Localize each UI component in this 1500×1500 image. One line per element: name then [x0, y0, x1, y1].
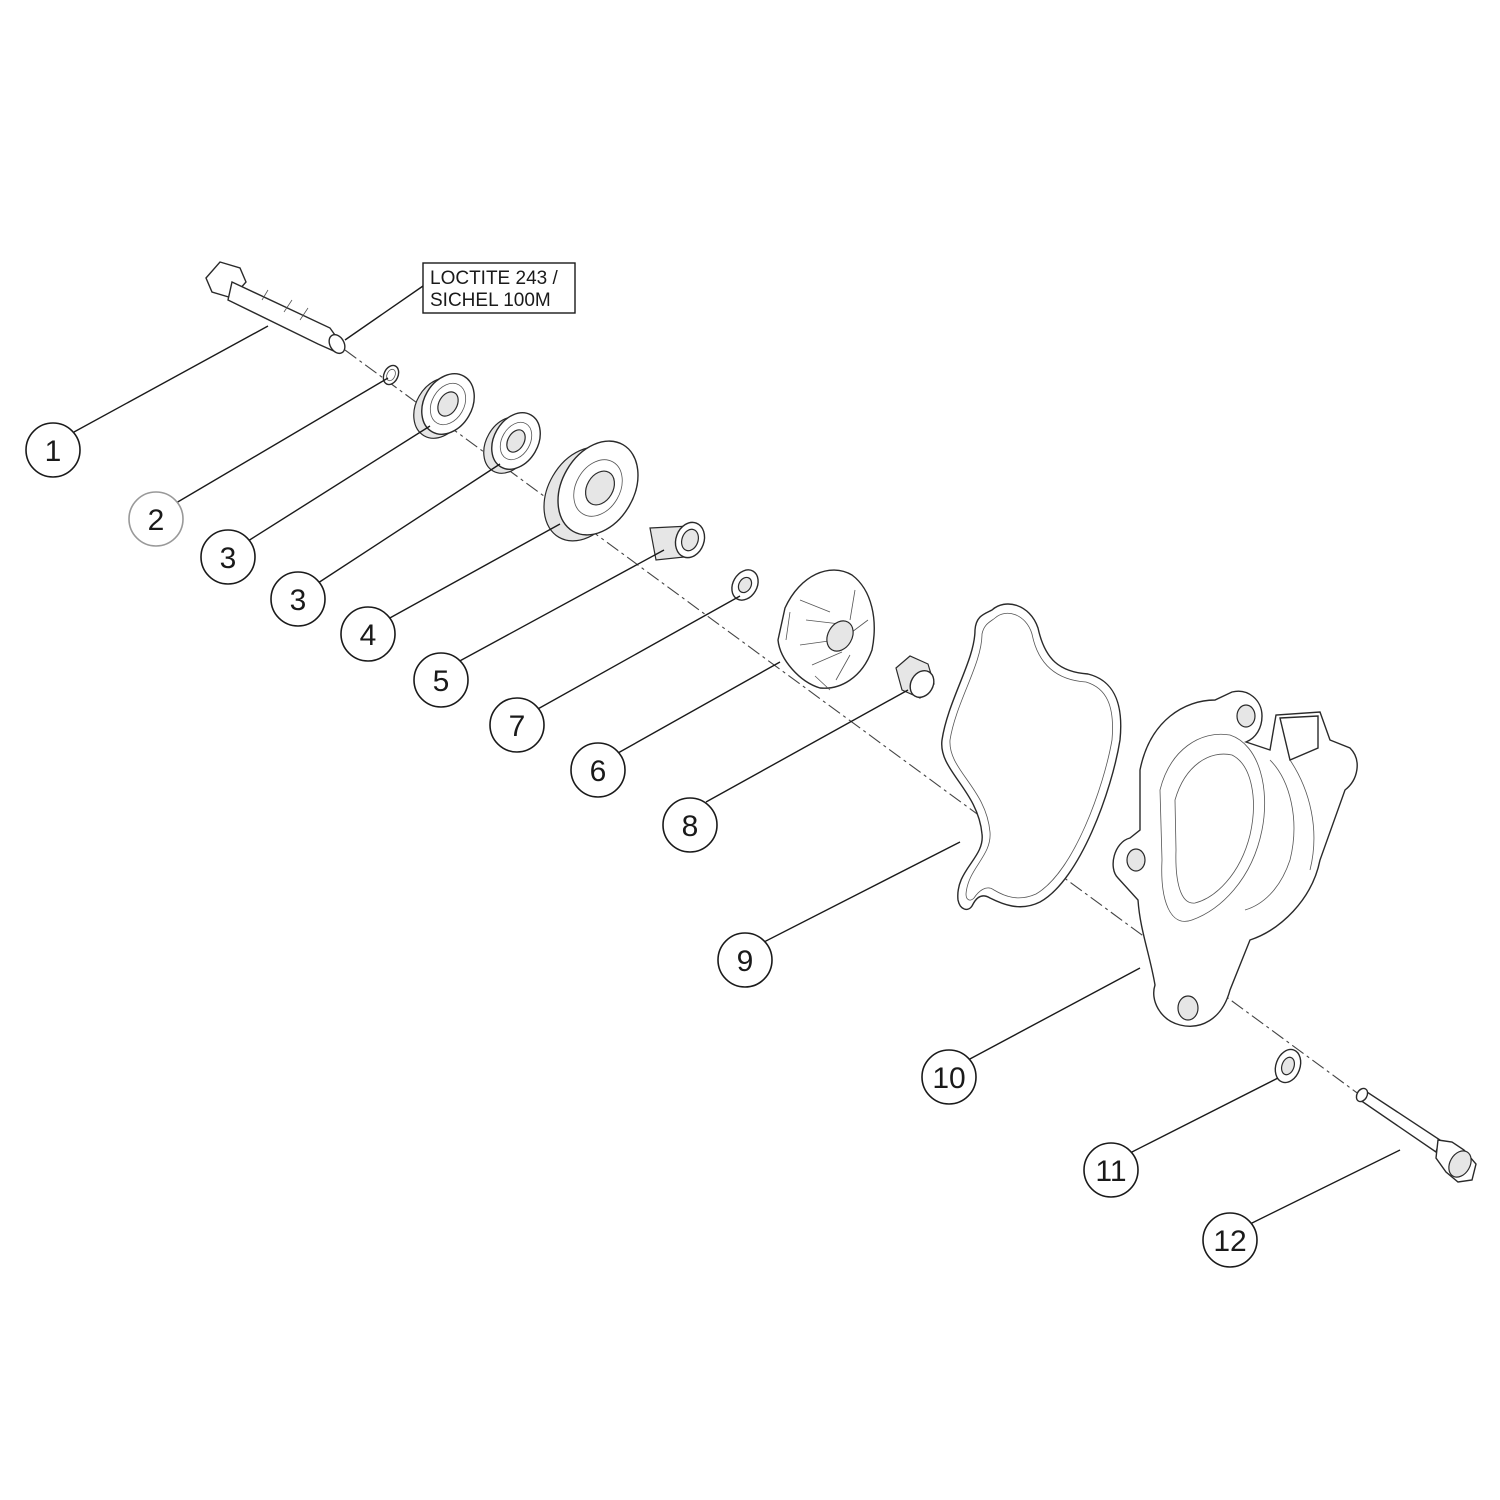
callout-label-4: 4 [360, 619, 377, 652]
part-bearing-1 [413, 373, 475, 439]
callout-label-1: 1 [45, 435, 62, 468]
assembly-axis [344, 349, 1361, 1096]
callout-label-7: 7 [509, 710, 526, 743]
part-pump-cover [1112, 690, 1358, 1027]
part-nut [895, 655, 935, 699]
part-shaft [205, 261, 346, 355]
part-impeller [777, 569, 875, 691]
callout-label-6: 6 [590, 755, 607, 788]
callout-label-3b: 3 [290, 584, 307, 617]
callout-11: 11 [1083, 1142, 1139, 1198]
callout-9: 9 [717, 932, 773, 988]
callout-8: 8 [662, 797, 718, 853]
callout-label-10: 10 [932, 1062, 965, 1095]
callout-5: 5 [413, 652, 469, 708]
part-gasket [941, 603, 1122, 911]
callout-2: 2 [128, 491, 184, 547]
part-bolt [1355, 1087, 1477, 1183]
leader-lines [73, 325, 1401, 1226]
part-o-ring [382, 364, 400, 386]
callout-6: 6 [570, 742, 626, 798]
callout-10: 10 [921, 1049, 977, 1105]
callout-3a: 3 [200, 529, 256, 585]
callout-1: 1 [25, 422, 81, 478]
part-sleeve [649, 521, 706, 561]
part-washer-small [731, 569, 759, 601]
part-bearing-2 [483, 412, 541, 474]
callout-label-9: 9 [737, 945, 754, 978]
part-washer-large [1274, 1048, 1302, 1084]
note-loctite: LOCTITE 243 / SICHEL 100M [422, 262, 576, 314]
callout-label-2: 2 [148, 504, 165, 537]
note-leader [344, 285, 424, 341]
callout-label-12: 12 [1213, 1225, 1246, 1258]
callout-3b: 3 [270, 571, 326, 627]
callout-12: 12 [1202, 1212, 1258, 1268]
part-shaft-seal [543, 440, 639, 542]
callout-label-3a: 3 [220, 542, 237, 575]
callout-7: 7 [489, 697, 545, 753]
callout-label-5: 5 [433, 665, 450, 698]
callout-label-8: 8 [682, 810, 699, 843]
note-line-1: LOCTITE 243 / [430, 268, 558, 289]
note-line-2: SICHEL 100M [430, 290, 551, 311]
callout-label-11: 11 [1095, 1155, 1126, 1188]
callout-4: 4 [340, 606, 396, 662]
